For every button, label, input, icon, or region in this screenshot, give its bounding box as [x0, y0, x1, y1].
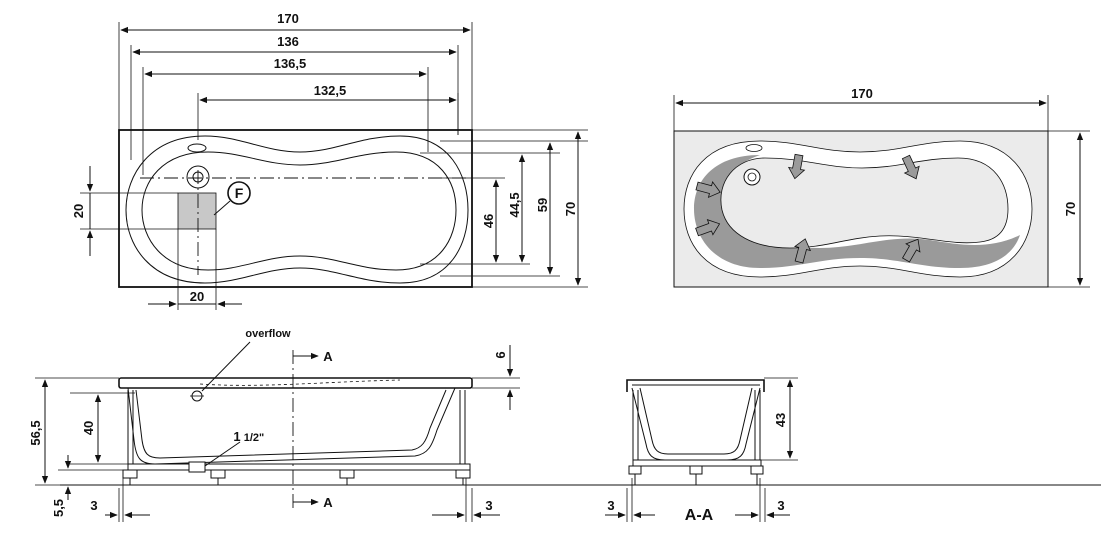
- section-label-bottom: A: [323, 495, 333, 510]
- dim-170: 170: [277, 11, 299, 26]
- fitting-marker-circle: [227, 181, 251, 205]
- overflow-label: overflow: [245, 328, 291, 340]
- dim-136-5: 136,5: [274, 56, 307, 71]
- tub-bowl-inner: [141, 151, 457, 271]
- dim-20-vertical: 20: [71, 204, 86, 218]
- section-legs: [628, 390, 764, 485]
- massage-drain-icon: [743, 168, 761, 186]
- dim-40: 40: [81, 421, 96, 435]
- side-shell-outer: [127, 387, 456, 465]
- section-dim-left-3: 3: [607, 498, 614, 513]
- top-view: F 170 136 136,5 132,5 46 44,5: [71, 11, 588, 310]
- overflow-leader: [201, 341, 251, 392]
- massage-bowl-shadow: [694, 155, 1020, 268]
- pipe-size-main: 1: [233, 429, 240, 444]
- massage-dim-170: 170: [851, 86, 873, 101]
- fitting-marker-label: F: [235, 185, 244, 201]
- section-frame: [632, 459, 762, 467]
- section-shell-inner: [639, 387, 753, 455]
- section-rim: [626, 379, 765, 392]
- section-dim-right-3: 3: [777, 498, 784, 513]
- side-rim: [118, 377, 473, 389]
- dim-20-horizontal: 20: [190, 289, 204, 304]
- massage-dim-70: 70: [1063, 202, 1078, 216]
- dim-136: 136: [277, 34, 299, 49]
- drain-area: [177, 192, 217, 230]
- dim-70: 70: [563, 202, 578, 216]
- dim-5-5: 5,5: [51, 499, 66, 517]
- pipe-leader: [204, 441, 241, 467]
- side-legs: [122, 390, 471, 485]
- massage-bowl-inner: [720, 157, 1009, 249]
- section-dim-43: 43: [773, 413, 788, 427]
- section-title: A-A: [685, 507, 714, 524]
- waste-pipe: [188, 461, 206, 473]
- massage-overflow-icon: [745, 144, 763, 152]
- jet-arrow-icon: [695, 153, 921, 264]
- tub-outline: [118, 129, 473, 288]
- side-frame: [127, 463, 471, 471]
- side-view: overflow 1 1/2" A A: [28, 328, 1101, 522]
- pipe-size-fraction: 1/2": [244, 432, 265, 444]
- tub-bowl-outer: [125, 135, 469, 284]
- dim-rim-6: 6: [493, 351, 508, 358]
- dim-44-5: 44,5: [507, 192, 522, 217]
- section-label-top: A: [323, 349, 333, 364]
- overflow-icon: [187, 143, 207, 153]
- dim-59: 59: [535, 198, 550, 212]
- dim-leg-right-3: 3: [485, 498, 492, 513]
- fitting-leader: [213, 200, 231, 216]
- dim-132-5: 132,5: [314, 83, 347, 98]
- dim-56-5: 56,5: [28, 420, 43, 445]
- section-view: 43 3 3 A-A: [605, 377, 798, 524]
- side-shell-inner: [135, 389, 447, 459]
- dim-46: 46: [481, 214, 496, 228]
- massage-view: 170 70: [673, 86, 1090, 288]
- dim-leg-left-3: 3: [90, 498, 97, 513]
- section-shell-outer: [631, 387, 761, 461]
